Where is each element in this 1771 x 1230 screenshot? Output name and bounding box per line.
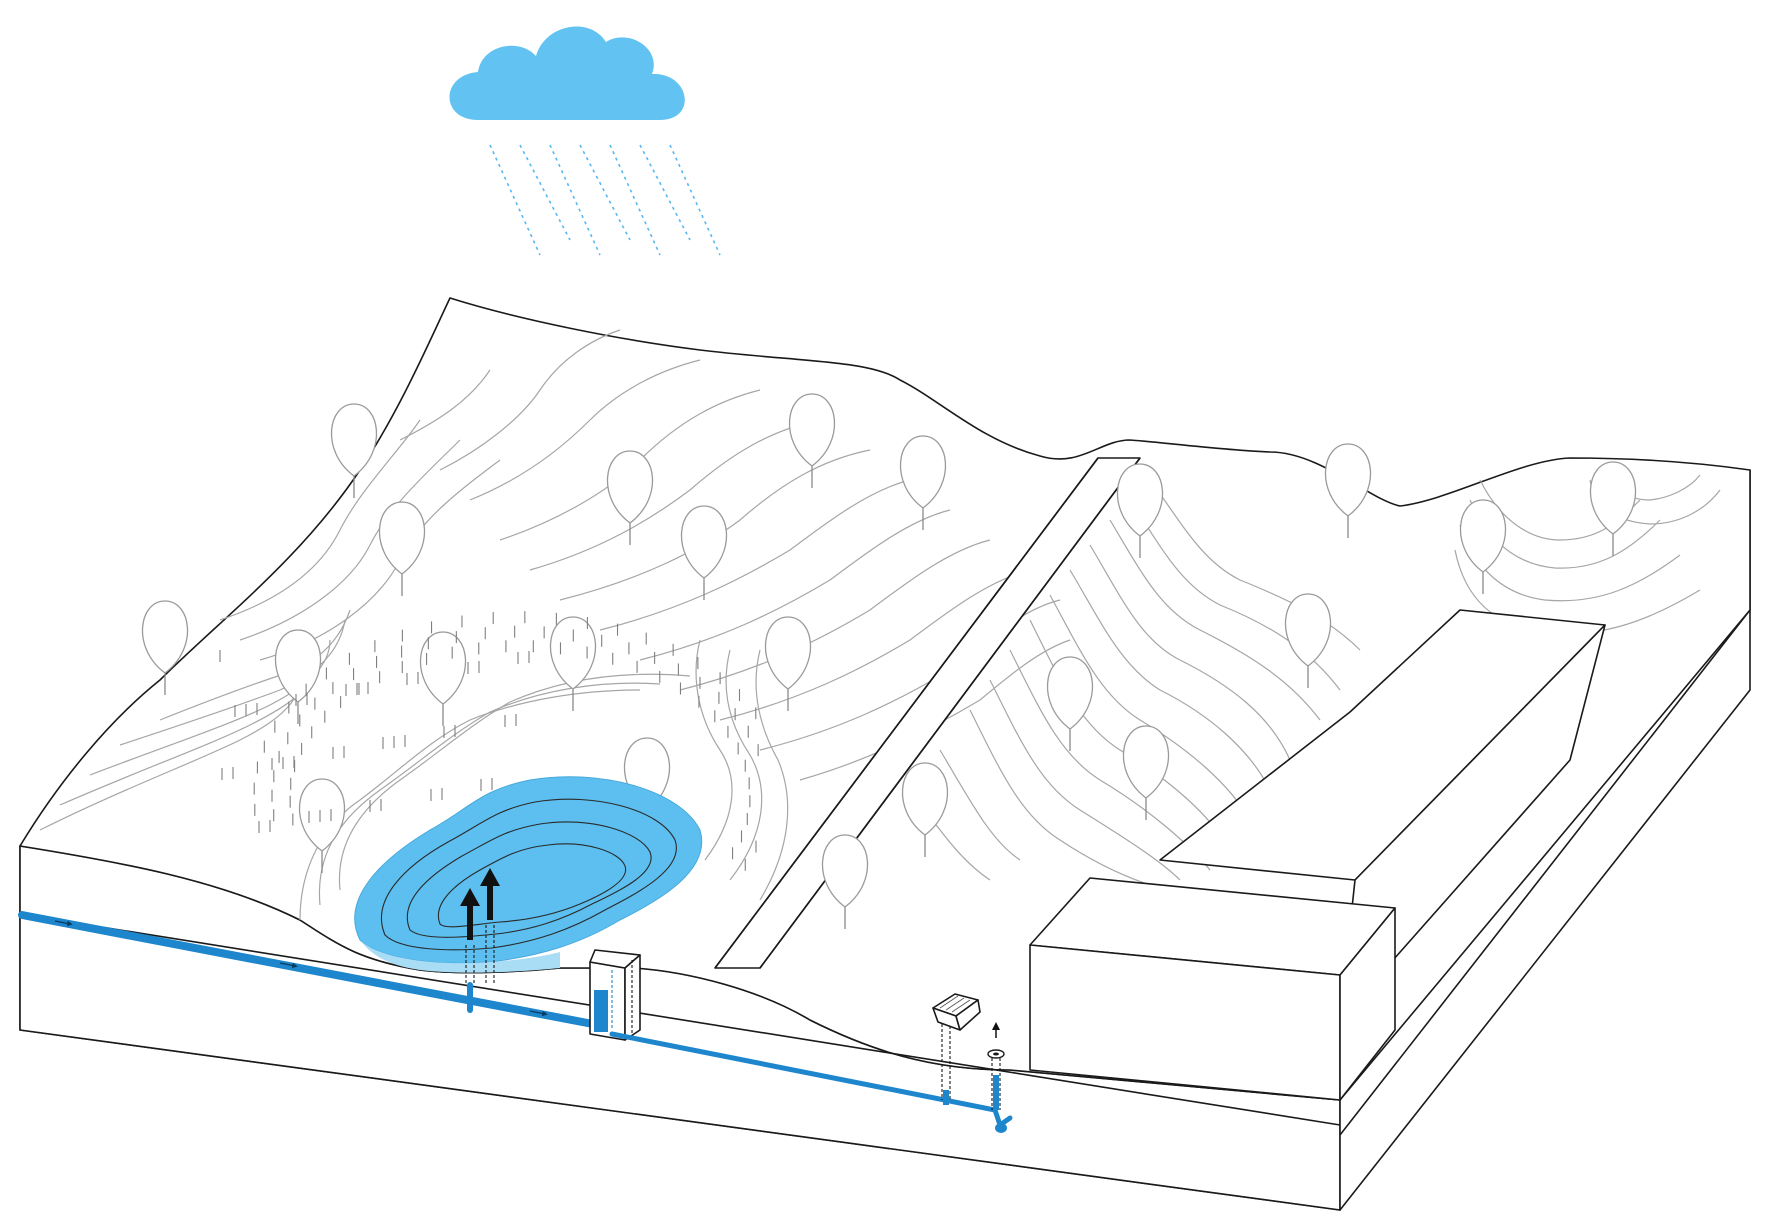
contour-line: [239, 439, 461, 641]
road-channel-edge-2: [759, 457, 1141, 969]
contour-line: [39, 679, 301, 831]
tree-icon: [549, 616, 597, 711]
pond-depth-line-3: [437, 843, 627, 928]
tree-icon: [821, 834, 869, 929]
catch-basin: [932, 993, 981, 1105]
contour-line: [219, 419, 421, 621]
tree-icon: [1116, 463, 1164, 558]
contour-line: [639, 509, 951, 661]
tree-icon: [680, 505, 728, 600]
tree-icon: [1284, 593, 1332, 688]
up-arrow-icon: [460, 888, 480, 985]
outflow-pipe: [609, 1031, 1013, 1133]
drain-inlet: [987, 1022, 1005, 1110]
up-arrow-icon: [480, 868, 500, 985]
wetland-grass: [219, 611, 759, 871]
contour-line: [939, 749, 1021, 861]
tree-icon: [606, 450, 654, 545]
outflow-pipe-line: [609, 1031, 1013, 1129]
contour-line: [559, 449, 871, 601]
rain-streak: [549, 144, 601, 256]
drain-inlet-water: [993, 1075, 999, 1110]
rain-streak: [519, 144, 571, 241]
trees: [141, 393, 1637, 929]
soil-layer-line-front: [19, 913, 1341, 1126]
pond-depth-line-2: [406, 821, 652, 938]
terrace: [1159, 609, 1606, 1021]
contour-line: [719, 569, 1031, 721]
tree-icon: [764, 616, 812, 711]
contour-line: [725, 649, 763, 881]
contour-line: [1049, 594, 1251, 821]
pond-water-surface: [354, 776, 703, 964]
tree-icon: [141, 600, 189, 695]
tree-icon: [1459, 499, 1507, 594]
tree-icon: [378, 501, 426, 596]
road-channel: [714, 457, 1141, 969]
inflow-pipe: [18, 911, 602, 1029]
retention-pond: [354, 776, 703, 973]
contour-lines: [39, 329, 1721, 921]
rain-streak: [669, 144, 721, 256]
tree-icon: [901, 762, 949, 857]
rain: [489, 144, 721, 256]
building: [1029, 877, 1396, 1101]
tree-icon: [298, 778, 346, 873]
contour-line: [399, 369, 491, 441]
outlet-control-structure: [589, 949, 641, 1041]
cloud-icon: [449, 26, 685, 120]
contour-line: [679, 539, 991, 691]
tree-icon: [1589, 461, 1637, 556]
up-arrowhead: [992, 1022, 1000, 1030]
contour-line: [989, 679, 1181, 881]
pond-cross-section: [360, 940, 560, 973]
contour-line: [799, 639, 1071, 781]
rain-streak: [489, 144, 541, 256]
contour-line: [89, 639, 331, 776]
contour-line: [969, 709, 1151, 886]
flow-arrow-icon: [54, 920, 73, 927]
control-structure-water: [594, 990, 608, 1032]
contour-line: [1069, 569, 1271, 791]
tree-icon: [899, 435, 947, 530]
tree-icon: [1046, 656, 1094, 751]
catch-basin-grate-icon: [939, 995, 971, 1013]
contour-line: [1109, 519, 1321, 721]
catch-basin-side: [955, 999, 981, 1031]
inflow-pipe-line: [18, 911, 602, 1029]
rain-streak: [609, 144, 661, 256]
contour-line: [469, 359, 701, 501]
tree-icon: [274, 629, 322, 724]
upward-flow-arrows: [460, 868, 500, 985]
contour-line: [1089, 544, 1291, 761]
tree-icon: [1324, 443, 1372, 538]
contour-line: [439, 329, 621, 471]
tree-icon: [788, 393, 836, 488]
contour-line: [119, 619, 346, 746]
contour-line: [529, 419, 821, 571]
contour-line: [599, 479, 911, 631]
tree-icon: [1122, 725, 1170, 820]
flow-arrow-icon: [279, 962, 298, 969]
pond-depth-line-1: [380, 798, 677, 951]
flow-arrow-icon: [529, 1010, 548, 1017]
cloud: [449, 26, 685, 120]
contour-line: [755, 649, 789, 901]
tree-icon: [419, 631, 467, 726]
soil-layer-line-right: [1339, 609, 1751, 1136]
rain-streak: [639, 144, 691, 241]
road-channel-edge: [714, 457, 1099, 969]
contour-line: [695, 639, 733, 861]
catch-basin-water: [943, 1090, 949, 1105]
drain-inlet-hole: [993, 1052, 999, 1056]
rain-streak: [579, 144, 631, 241]
contour-line: [338, 673, 691, 891]
outflow-pipe-end: [995, 1123, 1007, 1133]
building-side: [1339, 907, 1396, 1101]
tree-icon: [330, 403, 378, 498]
terrace-top: [1159, 609, 1606, 881]
